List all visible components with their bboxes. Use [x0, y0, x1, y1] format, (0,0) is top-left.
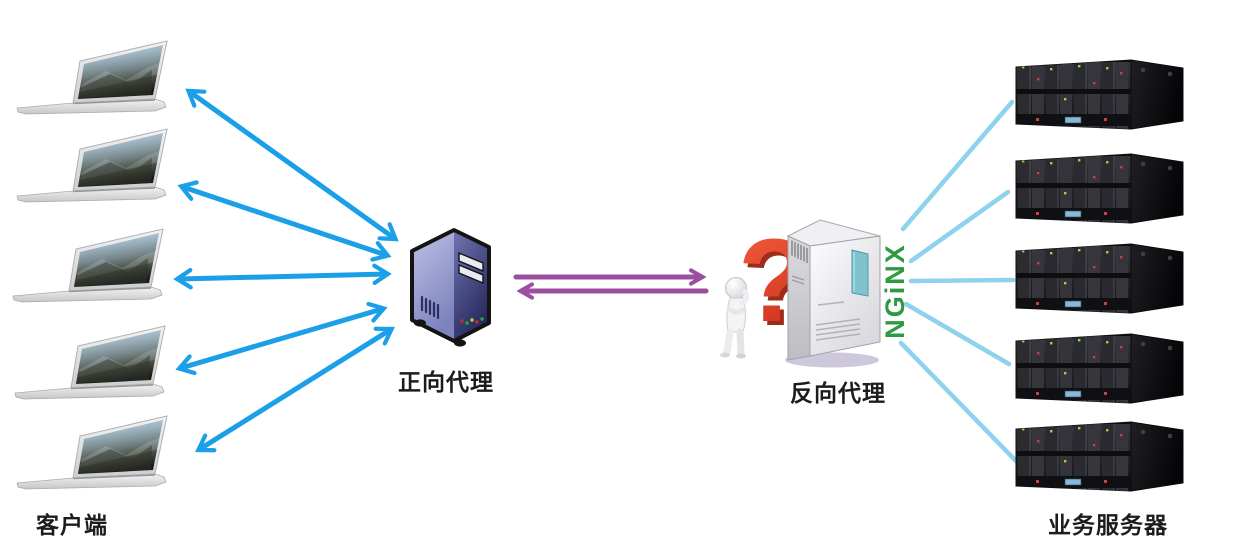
forward-proxy-server-icon — [400, 220, 500, 355]
backend-server-rack-icon — [1012, 332, 1187, 417]
forward-proxy-label: 正向代理 — [398, 369, 494, 395]
backend-server-rack-icon — [1012, 152, 1187, 237]
arrow-client-4 — [181, 309, 382, 368]
proxy-proxy-arrows — [513, 277, 709, 291]
arrow-client-3 — [179, 274, 386, 279]
arrow-client-1 — [190, 92, 394, 238]
line-server-2 — [908, 189, 1011, 264]
backend-server-rack-icon — [1012, 242, 1187, 327]
client-laptop-icon — [14, 40, 174, 120]
backend-server-rack-icon — [1012, 58, 1187, 143]
line-server-4 — [903, 301, 1012, 367]
client-proxy-arrows — [179, 92, 394, 449]
client-laptop-icon — [10, 228, 170, 308]
client-laptop-icon — [14, 128, 174, 208]
clients-label: 客户端 — [36, 512, 108, 538]
line-server-3 — [908, 277, 1016, 284]
reverse-proxy-server-icon — [780, 210, 890, 370]
nginx-server-lines — [898, 99, 1021, 466]
line-server-5 — [898, 340, 1021, 466]
reverse-proxy-label: 反向代理 — [790, 380, 886, 406]
arrow-client-2 — [183, 187, 386, 255]
client-laptop-icon — [14, 415, 174, 495]
backend-server-rack-icon — [1012, 420, 1187, 505]
line-server-1 — [900, 99, 1015, 232]
client-laptop-icon — [12, 325, 172, 405]
arrow-client-5 — [200, 330, 390, 449]
servers-label: 业务服务器 — [1048, 512, 1168, 538]
nginx-logo: NGiNX — [880, 243, 910, 339]
